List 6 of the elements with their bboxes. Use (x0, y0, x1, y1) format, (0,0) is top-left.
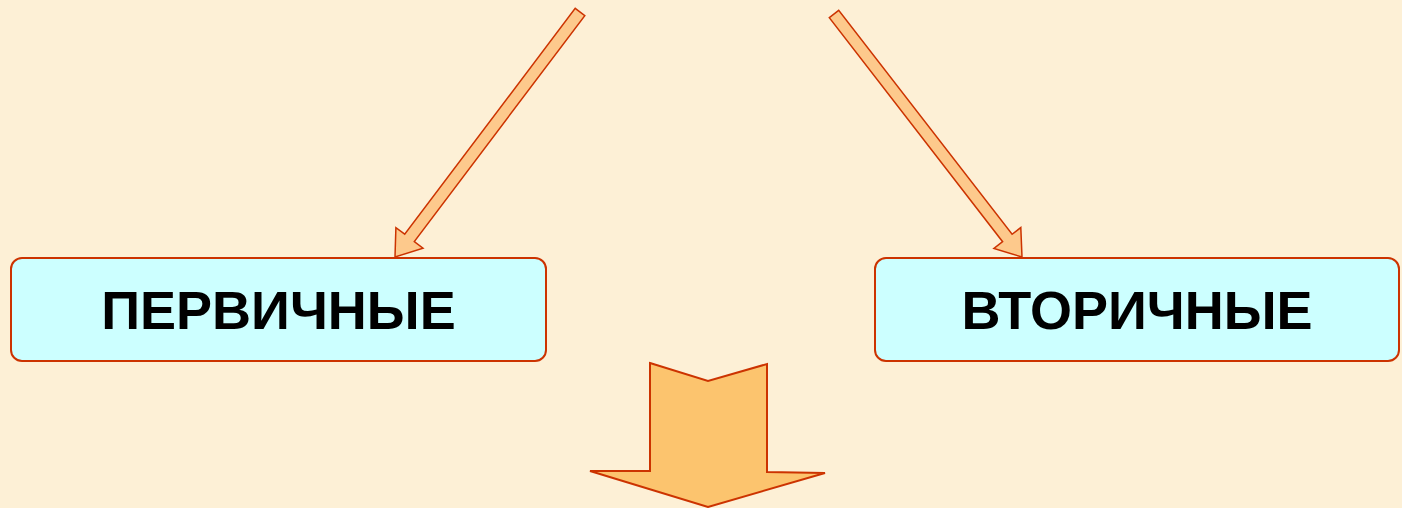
category-label: ВТОРИЧНЫЕ (961, 278, 1313, 341)
category-label: ПЕРВИЧНЫЕ (101, 278, 456, 341)
arrow (394, 7, 586, 259)
label-box (874, 257, 1400, 362)
label-box (10, 257, 547, 362)
arrow (828, 9, 1023, 259)
